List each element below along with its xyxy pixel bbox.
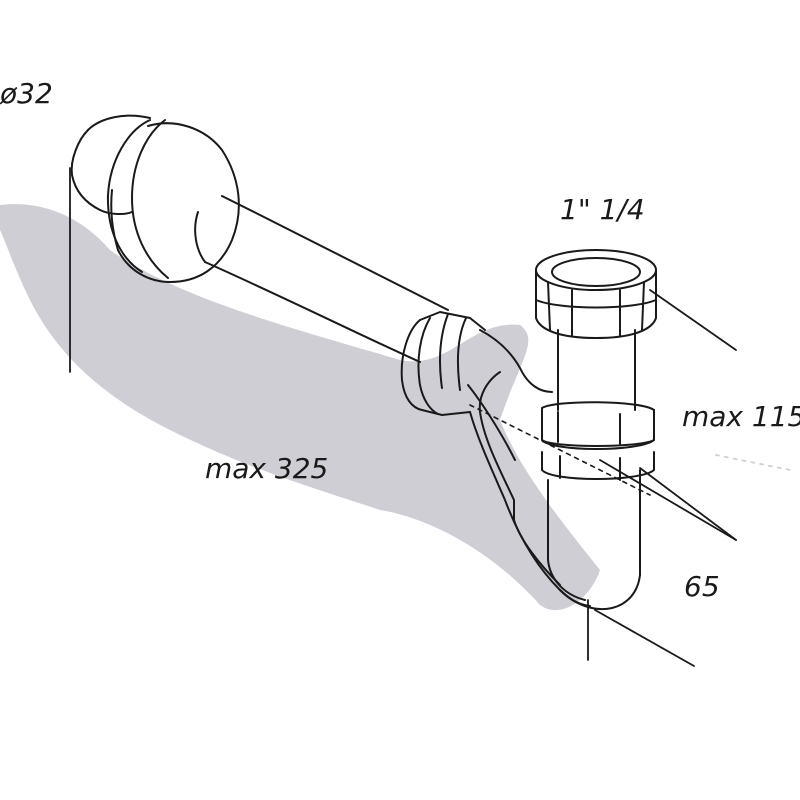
wall-connector (70, 114, 240, 283)
top-nut (535, 249, 657, 339)
trap-body (467, 329, 641, 610)
drain-tube (194, 195, 449, 363)
height-tick (715, 454, 791, 471)
trap-depth-label: 65 (684, 570, 720, 603)
depth-baseline (594, 609, 695, 667)
union-nut (400, 311, 486, 416)
dimension-lines (69, 167, 791, 667)
height-leader-mid (599, 459, 737, 541)
drop-shadow (0, 204, 600, 611)
height-leader-upper (639, 467, 737, 541)
hidden-edge-line (469, 404, 651, 496)
diameter-label: ø32 (0, 77, 53, 110)
thread-size-label: 1" 1/4 (560, 193, 645, 226)
bottle-nut (541, 401, 655, 481)
riser-pipe (557, 329, 636, 411)
thread-leader (649, 289, 737, 351)
max-height-label: max 115 (682, 400, 800, 433)
max-length-label: max 325 (205, 452, 329, 485)
